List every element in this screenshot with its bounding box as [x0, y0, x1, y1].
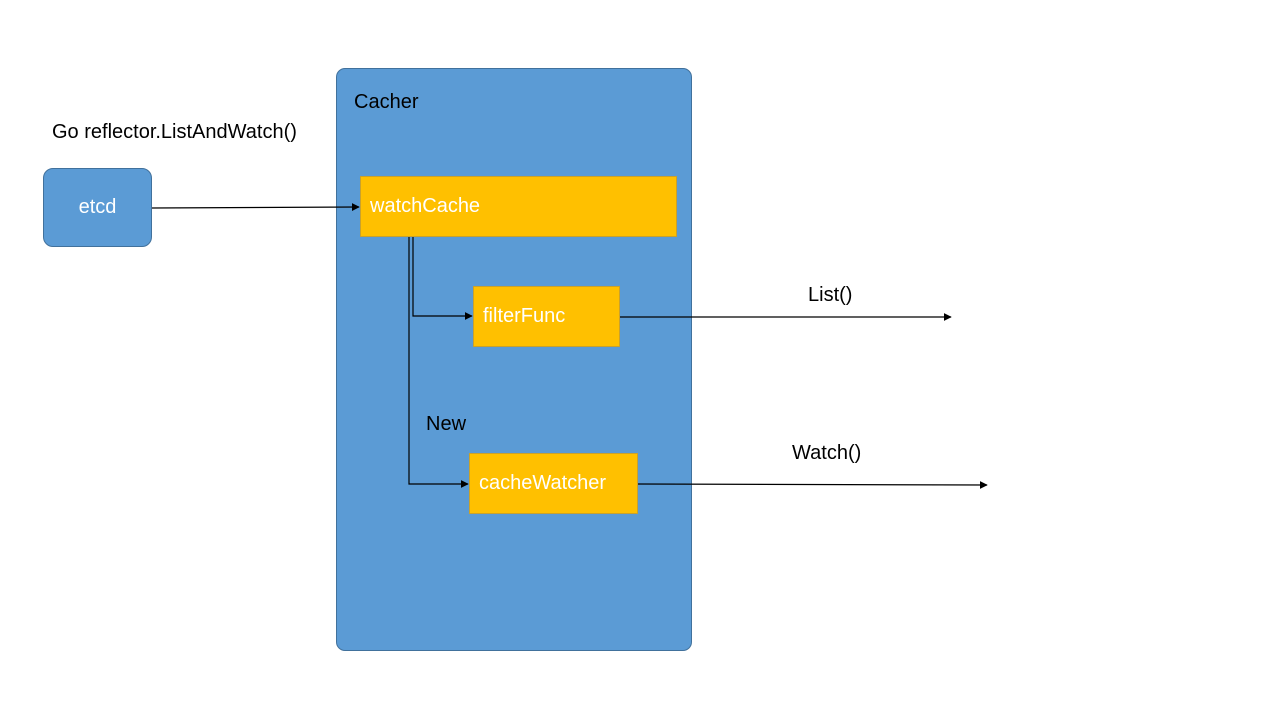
watch-edge-label: Watch() — [792, 442, 862, 464]
reflector-edge-label: Go reflector.ListAndWatch() — [52, 121, 297, 143]
etcd-node: etcd — [43, 168, 152, 247]
cacher-container: Cacher — [336, 68, 692, 651]
cachewatcher-node: cacheWatcher — [469, 453, 638, 514]
cacher-label: Cacher — [354, 91, 419, 113]
filterfunc-node: filterFunc — [473, 286, 620, 347]
edge-etcd-to-watchcache — [151, 203, 360, 212]
new-edge-label: New — [426, 413, 467, 435]
filterfunc-label: filterFunc — [483, 305, 566, 327]
cachewatcher-label: cacheWatcher — [479, 472, 607, 494]
watchcache-node: watchCache — [360, 176, 677, 237]
list-edge-label: List() — [808, 284, 853, 306]
watchcache-label: watchCache — [370, 195, 481, 217]
etcd-label: etcd — [78, 196, 117, 218]
